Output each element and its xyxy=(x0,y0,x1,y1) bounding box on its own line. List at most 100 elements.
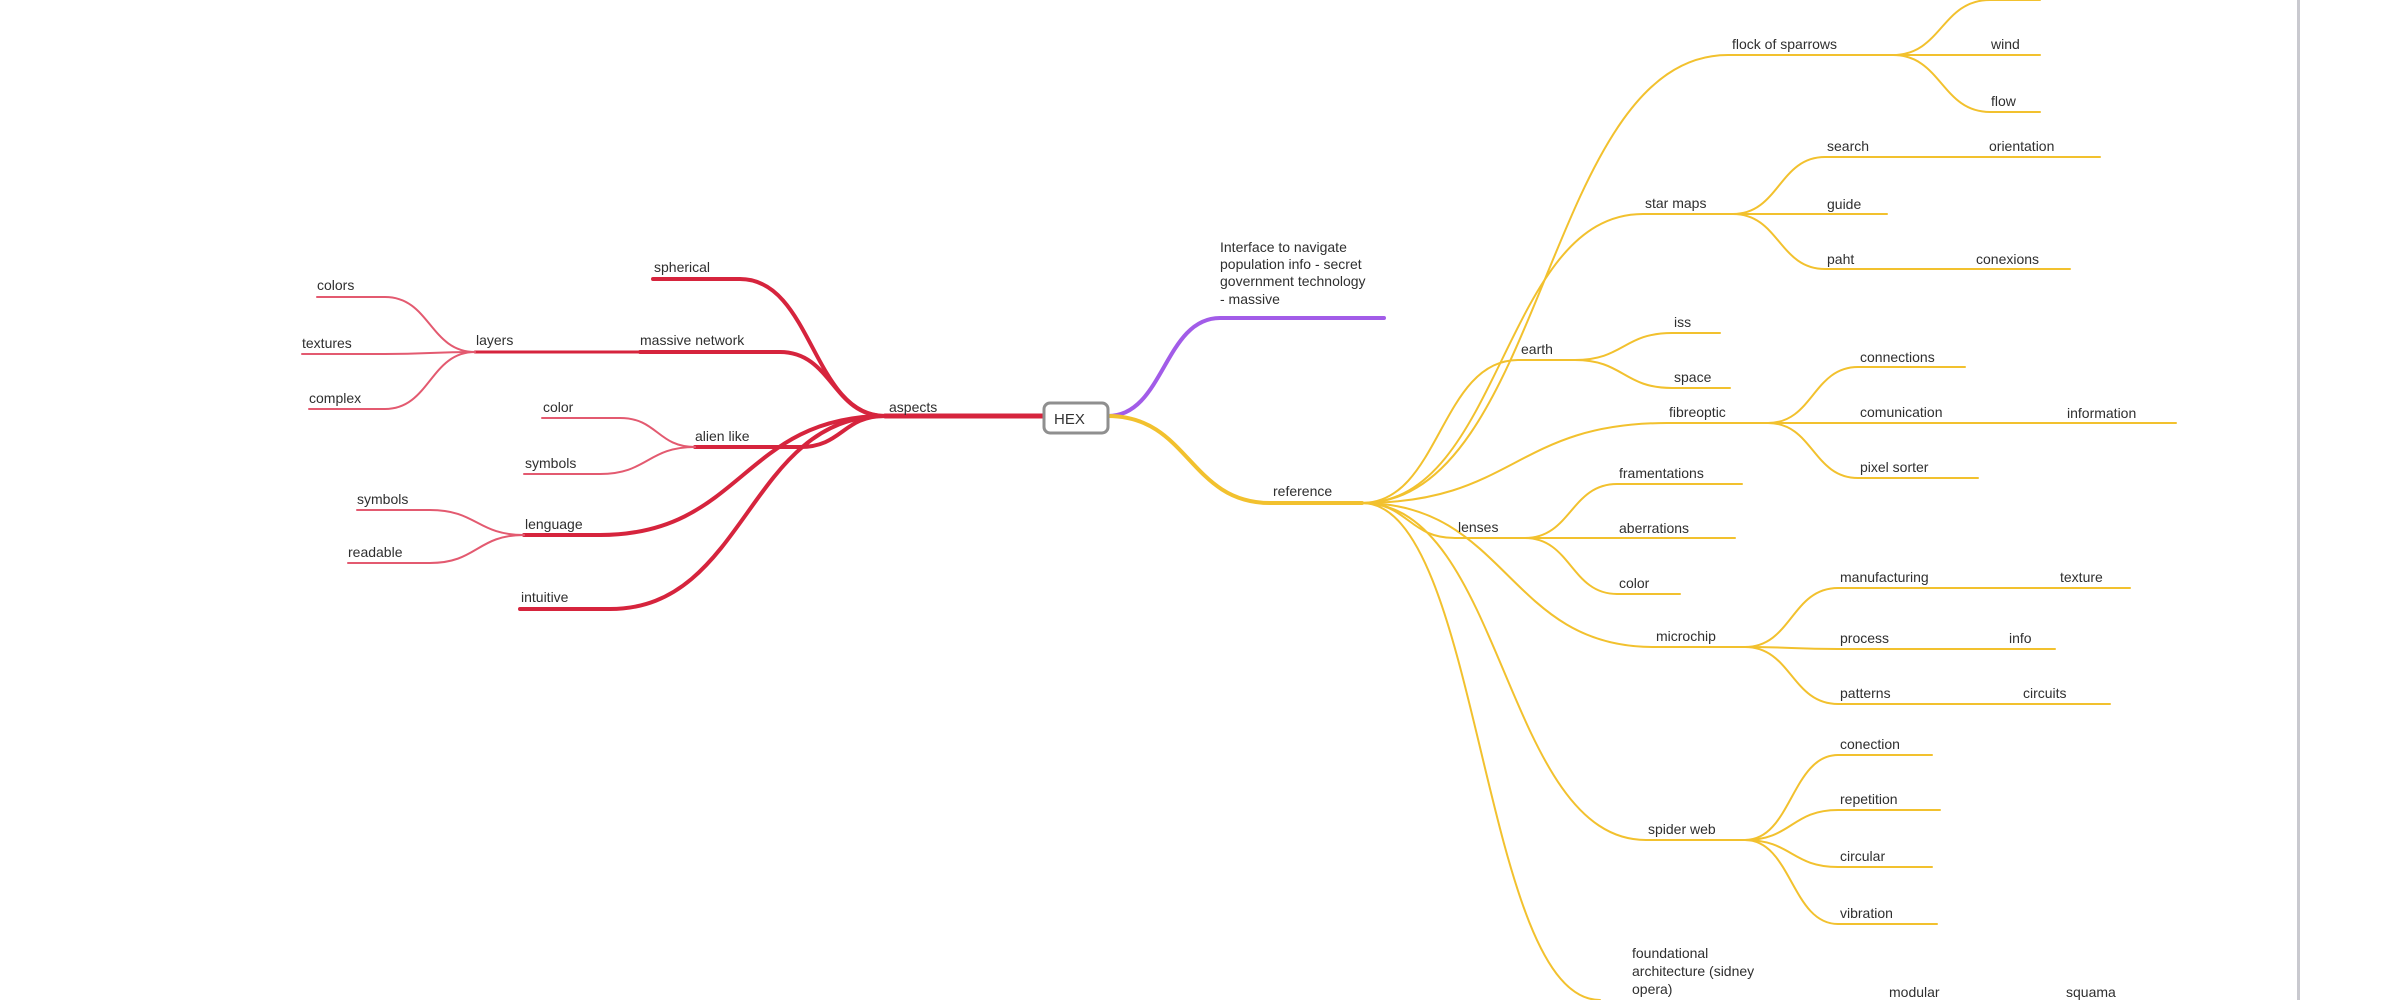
node-search[interactable]: search xyxy=(1827,138,1869,154)
edge-root-reference xyxy=(1106,414,1364,505)
node-aberrations[interactable]: aberrations xyxy=(1619,520,1689,536)
node-fibreoptic[interactable]: fibreoptic xyxy=(1669,404,1726,420)
node-circular[interactable]: circular xyxy=(1840,848,1885,864)
edge-reference-fibreoptic xyxy=(1361,422,1769,504)
node-flow[interactable]: flow xyxy=(1991,93,2017,109)
node-readable[interactable]: readable xyxy=(348,544,403,560)
edge-reference-spider-web xyxy=(1361,502,1746,841)
edge-microchip-patterns xyxy=(1744,646,1931,705)
edge-flock-offscreen xyxy=(1892,0,2041,56)
edge-alien-like-symbols xyxy=(523,446,696,475)
node-spider-web[interactable]: spider web xyxy=(1648,821,1716,837)
edge-aspects-lenguage xyxy=(522,414,887,537)
node-pixel-sorter[interactable]: pixel sorter xyxy=(1860,459,1929,475)
node-conexions[interactable]: conexions xyxy=(1976,251,2039,267)
edge-reference-star-maps xyxy=(1361,213,1734,504)
node-iss[interactable]: iss xyxy=(1674,314,1691,330)
node-spherical[interactable]: spherical xyxy=(654,259,710,275)
node-manufacturing[interactable]: manufacturing xyxy=(1840,569,1929,585)
edge-lenguage-symbols xyxy=(356,509,525,536)
node-orientation[interactable]: orientation xyxy=(1989,138,2054,154)
edge-reference-earth xyxy=(1361,359,1576,504)
node-massive-network[interactable]: massive network xyxy=(640,332,745,348)
node-information[interactable]: information xyxy=(2067,405,2136,421)
mindmap-edges xyxy=(301,0,2177,1000)
note-line-3[interactable]: government technology xyxy=(1220,273,1366,289)
node-wind[interactable]: wind xyxy=(1990,36,2020,52)
mindmap-labels: HEX aspects spherical massive network la… xyxy=(302,36,2136,1000)
edge-alien-like-color xyxy=(541,417,696,448)
node-complex[interactable]: complex xyxy=(309,390,361,406)
edge-spider-web-circular xyxy=(1744,839,1933,868)
node-squama[interactable]: squama xyxy=(2066,984,2116,1000)
edge-earth-space xyxy=(1574,359,1731,389)
edge-aspects-intuitive xyxy=(518,414,887,611)
edge-root-note xyxy=(1106,316,1386,418)
node-paht[interactable]: paht xyxy=(1827,251,1854,267)
node-connections[interactable]: connections xyxy=(1860,349,1935,365)
edge-layers-colors xyxy=(316,296,476,353)
node-layers[interactable]: layers xyxy=(476,332,513,348)
edge-reference-lenses xyxy=(1361,502,1526,539)
node-modular[interactable]: modular xyxy=(1889,984,1940,1000)
node-info[interactable]: info xyxy=(2009,630,2032,646)
root-node-box[interactable] xyxy=(1042,401,1110,435)
edge-flock-flow xyxy=(1892,54,2041,113)
node-repetition[interactable]: repetition xyxy=(1840,791,1898,807)
node-star-maps[interactable]: star maps xyxy=(1645,195,1706,211)
node-lens-color[interactable]: color xyxy=(1619,575,1650,591)
node-alien-symbols[interactable]: symbols xyxy=(525,455,576,471)
node-foundational-line-3[interactable]: opera) xyxy=(1632,981,1672,997)
edge-spider-web-repetition xyxy=(1744,809,1941,841)
node-comunication[interactable]: comunication xyxy=(1860,404,1943,420)
node-reference[interactable]: reference xyxy=(1273,483,1332,499)
canvas-right-edge-divider xyxy=(2297,0,2300,1000)
note-line-2[interactable]: population info - secret xyxy=(1220,256,1362,272)
node-colors[interactable]: colors xyxy=(317,277,354,293)
edge-earth-iss xyxy=(1574,332,1721,361)
node-alien-color[interactable]: color xyxy=(543,399,574,415)
edge-layers-complex xyxy=(308,351,476,410)
edge-reference-foundational xyxy=(1361,502,1601,1000)
node-foundational-line-1[interactable]: foundational xyxy=(1632,945,1708,961)
node-vibration[interactable]: vibration xyxy=(1840,905,1893,921)
root-node-label[interactable]: HEX xyxy=(1054,411,1085,428)
edge-lenses-framentations xyxy=(1524,483,1743,539)
node-circuits[interactable]: circuits xyxy=(2023,685,2067,701)
edge-layers-textures xyxy=(301,351,476,355)
edge-fibreoptic-connections xyxy=(1767,366,1966,424)
node-microchip[interactable]: microchip xyxy=(1656,628,1716,644)
node-alien-like[interactable]: alien like xyxy=(695,428,750,444)
edge-lenguage-readable xyxy=(347,534,525,564)
edge-star-maps-paht xyxy=(1732,213,1881,270)
node-earth[interactable]: earth xyxy=(1521,341,1553,357)
edge-reference-flock xyxy=(1361,54,1894,504)
node-process[interactable]: process xyxy=(1840,630,1889,646)
edge-spider-web-conection xyxy=(1744,754,1933,841)
node-lang-symbols[interactable]: symbols xyxy=(357,491,408,507)
edge-aspects-massive-network xyxy=(638,350,887,418)
node-texture[interactable]: texture xyxy=(2060,569,2103,585)
node-foundational-line-2[interactable]: architecture (sidney xyxy=(1632,963,1754,979)
note-line-4[interactable]: - massive xyxy=(1220,291,1280,307)
edge-fibreoptic-pixel-sorter xyxy=(1767,422,1979,479)
node-intuitive[interactable]: intuitive xyxy=(521,589,569,605)
node-framentations[interactable]: framentations xyxy=(1619,465,1704,481)
edge-star-maps-search xyxy=(1732,156,1941,215)
edge-reference-microchip xyxy=(1361,502,1746,648)
node-flock-of-sparrows[interactable]: flock of sparrows xyxy=(1732,36,1837,52)
edge-lenses-color xyxy=(1524,537,1681,595)
edge-microchip-manufacturing xyxy=(1744,587,1966,648)
edge-microchip-process xyxy=(1744,646,1911,650)
node-space[interactable]: space xyxy=(1674,369,1712,385)
node-lenses[interactable]: lenses xyxy=(1458,519,1498,535)
node-conection[interactable]: conection xyxy=(1840,736,1900,752)
node-patterns[interactable]: patterns xyxy=(1840,685,1891,701)
note-line-1[interactable]: Interface to navigate xyxy=(1220,239,1347,255)
node-guide[interactable]: guide xyxy=(1827,196,1861,212)
node-lenguage[interactable]: lenguage xyxy=(525,516,583,532)
edge-spider-web-vibration xyxy=(1744,839,1938,925)
node-textures[interactable]: textures xyxy=(302,335,352,351)
node-aspects[interactable]: aspects xyxy=(889,399,937,415)
